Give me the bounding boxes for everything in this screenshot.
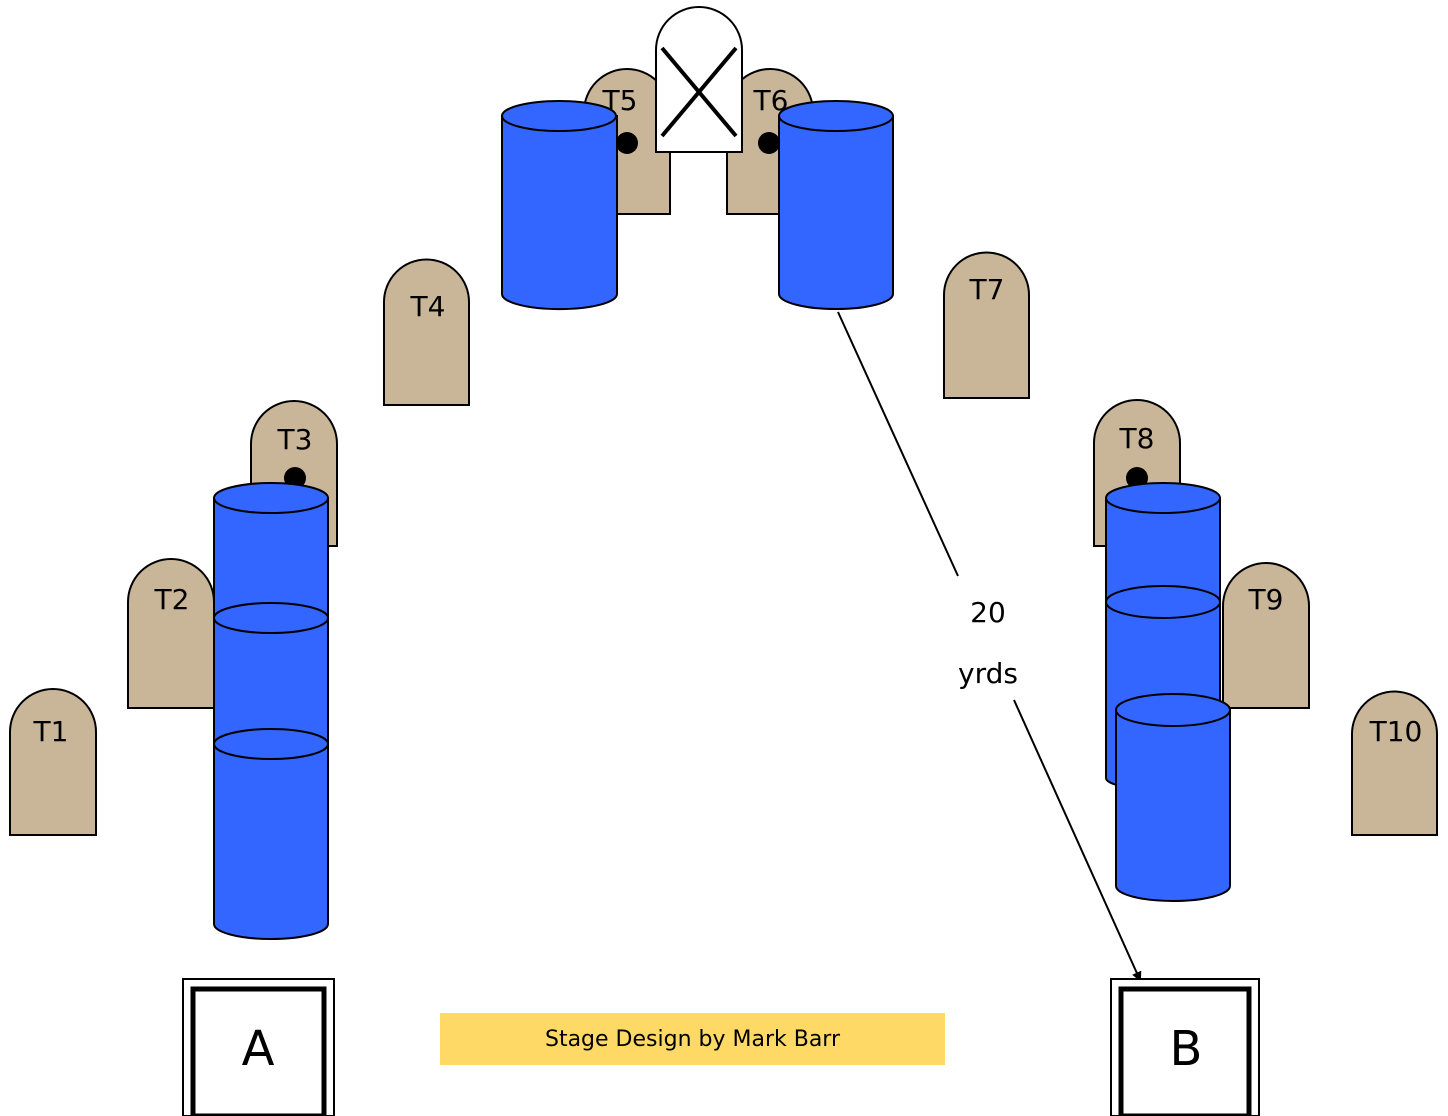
target-t2: T2	[127, 558, 215, 709]
target-t8-label: T8	[1119, 422, 1155, 455]
target-t7: T7	[943, 251, 1030, 399]
barrel-stack-right	[1105, 482, 1231, 902]
barrel-left-bottom-lid	[213, 728, 329, 760]
barrel-top-right-lid	[778, 100, 894, 132]
target-t4: T4	[383, 258, 470, 406]
distance-line-upper	[837, 311, 959, 577]
target-t9: T9	[1222, 562, 1310, 709]
position-a-inner	[190, 986, 327, 1116]
distance-unit: yrds	[958, 657, 1018, 690]
barrel-right-bottom-lid	[1115, 693, 1231, 727]
target-t10: T10	[1351, 690, 1438, 836]
target-t10-body	[1351, 690, 1438, 836]
barrel-right-bottom	[1115, 693, 1231, 902]
target-t6-dot	[758, 132, 780, 154]
position-a: A	[182, 978, 335, 1116]
barrel-top-right-body	[778, 115, 894, 310]
position-b: B	[1110, 978, 1260, 1116]
distance-line-lower	[1013, 699, 1142, 982]
target-t2-body	[127, 558, 215, 709]
distance-value: 20	[970, 596, 1006, 629]
position-b-label: B	[1170, 1021, 1203, 1077]
target-t9-label: T9	[1248, 583, 1284, 616]
target-t2-label: T2	[154, 583, 190, 616]
barrel-left-middle-lid	[213, 602, 329, 634]
target-t1: T1	[9, 688, 97, 836]
target-t1-label: T1	[33, 715, 69, 748]
barrel-top-right	[778, 100, 894, 310]
target-t10-label: T10	[1369, 715, 1423, 748]
barrel-right-middle-lid	[1105, 585, 1221, 619]
target-t7-body	[943, 251, 1030, 399]
barrel-left-bottom	[213, 728, 329, 940]
target-t4-label: T4	[410, 290, 446, 323]
target-t5-dot	[616, 132, 638, 154]
barrel-top-left-body	[501, 115, 618, 311]
target-t4-body	[383, 258, 470, 406]
design-credit: Stage Design by Mark Barr	[440, 1013, 945, 1065]
target-t9-body	[1222, 562, 1310, 709]
no-shoot-x-line-2	[660, 46, 738, 138]
barrel-stack-left	[213, 482, 329, 940]
barrel-top-left	[501, 100, 618, 311]
barrel-right-bottom-body	[1115, 709, 1231, 902]
position-b-inner	[1118, 986, 1252, 1116]
distance-indicator: 20 yrds	[837, 311, 1142, 982]
target-t7-label: T7	[969, 273, 1005, 306]
barrel-left-top-lid	[213, 482, 329, 514]
target-t1-body	[9, 688, 97, 836]
position-a-label: A	[242, 1021, 275, 1077]
target-t3-label: T3	[277, 423, 313, 456]
barrel-top-left-lid	[501, 100, 617, 132]
barrel-left-bottom-body	[213, 743, 329, 940]
barrels-layer	[213, 100, 1231, 940]
no-shoot-target	[655, 6, 743, 153]
barrel-right-top-lid	[1105, 482, 1221, 514]
